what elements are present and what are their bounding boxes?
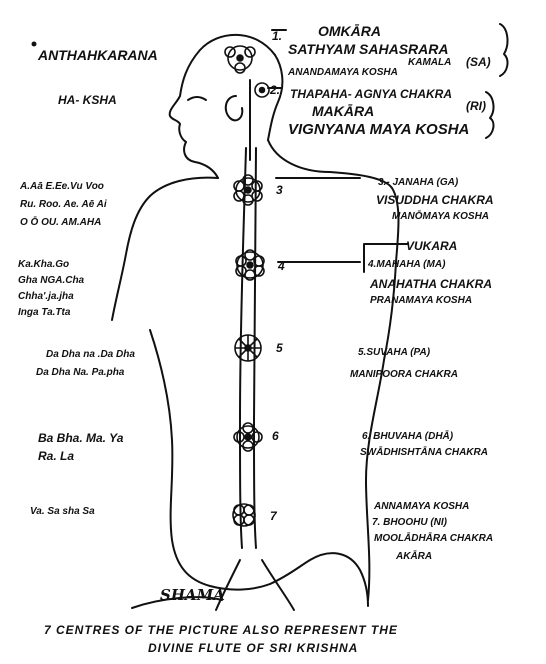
front-torso bbox=[149, 329, 271, 591]
bullet-dot bbox=[31, 41, 37, 47]
label-c7-kosha: ANNAMAYA KOSHA bbox=[374, 501, 470, 512]
chakra-2-flower bbox=[254, 82, 270, 98]
label-c2-note: (RI) bbox=[466, 99, 486, 113]
chakra-flowers bbox=[224, 45, 270, 527]
label-c2-kosha: VIGNYANA MAYA KOSHA bbox=[288, 121, 470, 138]
label-c1-note: (SA) bbox=[466, 55, 491, 69]
label-vowels-3: O Ō OU. AM.AHA bbox=[20, 217, 102, 228]
label-c4-kosha: PRANAMAYA KOSHA bbox=[370, 295, 473, 306]
chakra-7-flower bbox=[232, 503, 256, 527]
back-outline bbox=[267, 139, 400, 601]
label-c7-a: 7. BHOOHU (NI) bbox=[372, 517, 447, 528]
back-of-head bbox=[267, 54, 284, 141]
label-ka-3: Chha'.ja.jha bbox=[18, 291, 74, 302]
spine-number-7: 7 bbox=[270, 509, 277, 523]
root-line-2 bbox=[261, 559, 295, 611]
label-c1-b: KAMALA bbox=[408, 57, 452, 68]
label-c1-kosha: ANANDAMAYA KOSHA bbox=[288, 67, 398, 78]
label-c3-kosha: MANŌMAYA KOSHA bbox=[392, 211, 490, 222]
label-antahkarana: ANTHAHKARANA bbox=[38, 47, 158, 63]
label-bracket-2 bbox=[485, 91, 495, 139]
label-haksha: HA- KSHA bbox=[58, 93, 117, 107]
signature: SHAMA bbox=[160, 586, 225, 604]
chakra-3-flower bbox=[233, 174, 263, 206]
lower-back bbox=[269, 552, 369, 607]
signature-line bbox=[131, 596, 223, 609]
spine-number-3: 3 bbox=[276, 183, 283, 197]
label-c1-title: OMKĀRA bbox=[318, 23, 381, 39]
label-c3-b: VISUDDHA CHAKRA bbox=[376, 193, 494, 207]
label-ka-1: Ka.Kha.Go bbox=[18, 259, 70, 270]
label-da-1: Da Dha na .Da Dha bbox=[46, 349, 135, 360]
spine-number-6: 6 bbox=[272, 429, 279, 443]
chakra-5-flower bbox=[234, 334, 262, 362]
label-c3-a: 3.- JANAHA (GA) bbox=[378, 177, 459, 188]
label-bracket bbox=[499, 23, 509, 77]
label-c2-num: 2. bbox=[270, 83, 281, 97]
label-ba-2: Ra. La bbox=[38, 449, 75, 463]
label-vowels-2: Ru. Roo. Ae. Aē Ai bbox=[20, 199, 107, 210]
eye-line bbox=[187, 96, 207, 101]
label-c5-a: 5.SUVAHA (PA) bbox=[358, 347, 431, 358]
label-c2-b: MAKĀRA bbox=[312, 103, 375, 119]
label-va-1: Va. Sa sha Sa bbox=[30, 506, 95, 517]
label-c7-c: AKĀRA bbox=[396, 551, 433, 562]
spinal-cord bbox=[239, 147, 247, 549]
label-c6-a: 6. BHUVAHA (DHĀ) bbox=[362, 431, 454, 442]
root-line-1 bbox=[215, 559, 241, 611]
ear-shape bbox=[224, 95, 244, 122]
label-c6-b: SWĀDHISHTĀNA CHAKRA bbox=[360, 447, 488, 458]
head-outline bbox=[168, 33, 276, 179]
spine-number-5: 5 bbox=[276, 341, 283, 355]
label-c2-a: THAPAHA- AGNYA CHAKRA bbox=[290, 87, 452, 101]
label-c5-b: MANIPOORA CHAKRA bbox=[350, 369, 458, 380]
chakra-1-flower bbox=[224, 45, 256, 74]
vukara-bracket bbox=[363, 243, 409, 273]
label-ka-2: Gha NGA.Cha bbox=[18, 275, 85, 286]
spine-number-4: 4 bbox=[278, 259, 285, 273]
front-shoulder bbox=[111, 176, 219, 321]
caption-line-1: 7 CENTRES OF THE PICTURE ALSO REPRESENT … bbox=[44, 623, 398, 637]
chakra-4-flower bbox=[235, 249, 265, 281]
label-da-2: Da Dha Na. Pa.pha bbox=[36, 367, 125, 378]
label-c1-num: 1. bbox=[272, 29, 283, 43]
label-c4-a: 4.MAHAHA (MA) bbox=[368, 259, 446, 270]
caption-line-2: DIVINE FLUTE OF SRI KRISHNA bbox=[148, 641, 359, 655]
label-ka-4: Inga Ta.Tta bbox=[18, 307, 71, 318]
label-c4-b: ANAHATHA CHAKRA bbox=[370, 277, 492, 291]
label-ba-1: Ba Bha. Ma. Ya bbox=[38, 431, 124, 445]
label-vowels-1: A.Aā E.Ee.Vu Voo bbox=[20, 181, 104, 192]
label-c4-vukara: VUKARA bbox=[406, 239, 458, 253]
chakra-6-flower bbox=[233, 422, 263, 452]
label-c7-b: MOOLĀDHĀRA CHAKRA bbox=[374, 533, 494, 544]
label-c1-a: SATHYAM SAHASRARA bbox=[288, 41, 449, 57]
